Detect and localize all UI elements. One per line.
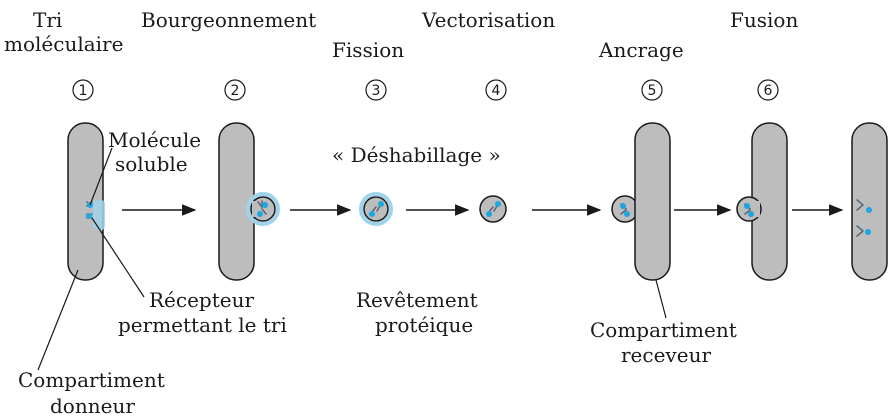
- step-4-number-badge: 4: [485, 79, 507, 101]
- step-3-title: Fission: [332, 38, 404, 62]
- molecule-icon: [378, 201, 384, 207]
- label-soluble-molecule-line-2: soluble: [115, 152, 188, 176]
- step-5-title: Ancrage: [598, 38, 684, 62]
- label-recipient-line-2: receveur: [621, 343, 711, 367]
- molecule-icon: [486, 211, 492, 217]
- donor-compartment: [67, 122, 105, 281]
- receptor-icon: [856, 199, 864, 237]
- leader-soluble-molecule: [89, 147, 113, 206]
- molecule-icon: [495, 201, 501, 207]
- step-2-title: Bourgeonnement: [141, 8, 316, 32]
- step-1-title-line-1: Tri: [33, 8, 62, 32]
- step-6-number-badge: 6: [757, 79, 779, 101]
- label-soluble-molecule-line-1: Molécule: [108, 128, 201, 152]
- label-uncoating: « Déshabillage »: [332, 143, 501, 167]
- uncoated-vesicle: [479, 195, 507, 223]
- leader-receptor: [91, 217, 145, 298]
- coated-vesicle: [359, 192, 393, 226]
- molecule-icon: [748, 211, 754, 217]
- step-6-number: 6: [764, 83, 773, 99]
- step-5-number: 5: [648, 83, 657, 99]
- step-2-number-badge: 2: [224, 79, 246, 101]
- molecule-icon: [257, 211, 263, 217]
- molecule-icon: [369, 211, 375, 217]
- molecule-icon: [866, 207, 872, 213]
- docking-stage: [611, 122, 671, 281]
- step-1-title-line-2: moléculaire: [4, 32, 123, 56]
- molecule-icon: [624, 211, 630, 217]
- step-3-number-badge: 3: [365, 79, 387, 101]
- molecule-icon: [620, 203, 626, 209]
- molecule-icon: [865, 229, 871, 235]
- leader-recipient: [655, 279, 667, 319]
- step-5-number-badge: 5: [641, 79, 663, 101]
- step-2-number: 2: [231, 83, 240, 99]
- recipient-compartment: [634, 122, 671, 281]
- label-protein-coat-line-1: Revêtement: [356, 288, 478, 312]
- leader-donor: [37, 269, 79, 371]
- budding-compartment: [218, 122, 280, 281]
- molecule-icon: [744, 203, 750, 209]
- label-receptor-line-2: permettant le tri: [118, 313, 287, 337]
- step-4-title: Vectorisation: [421, 8, 555, 32]
- coat-patch: [93, 200, 105, 230]
- step-1-number: 1: [79, 83, 88, 99]
- label-donor-line-2: donneur: [50, 394, 135, 418]
- fused-compartment: [851, 122, 888, 281]
- step-4-number: 4: [492, 83, 501, 99]
- label-protein-coat-line-2: protéique: [375, 313, 473, 337]
- step-3-number: 3: [372, 83, 381, 99]
- receptor-icon: [257, 200, 267, 215]
- label-donor-line-1: Compartiment: [18, 368, 165, 392]
- label-receptor-line-1: Récepteur: [149, 288, 254, 312]
- molecule-icon: [86, 213, 92, 219]
- fusing-stage: [736, 122, 788, 281]
- step-1-number-badge: 1: [72, 79, 94, 101]
- label-recipient-line-1: Compartiment: [590, 318, 737, 342]
- molecule-icon: [262, 202, 268, 208]
- step-6-title: Fusion: [730, 8, 798, 32]
